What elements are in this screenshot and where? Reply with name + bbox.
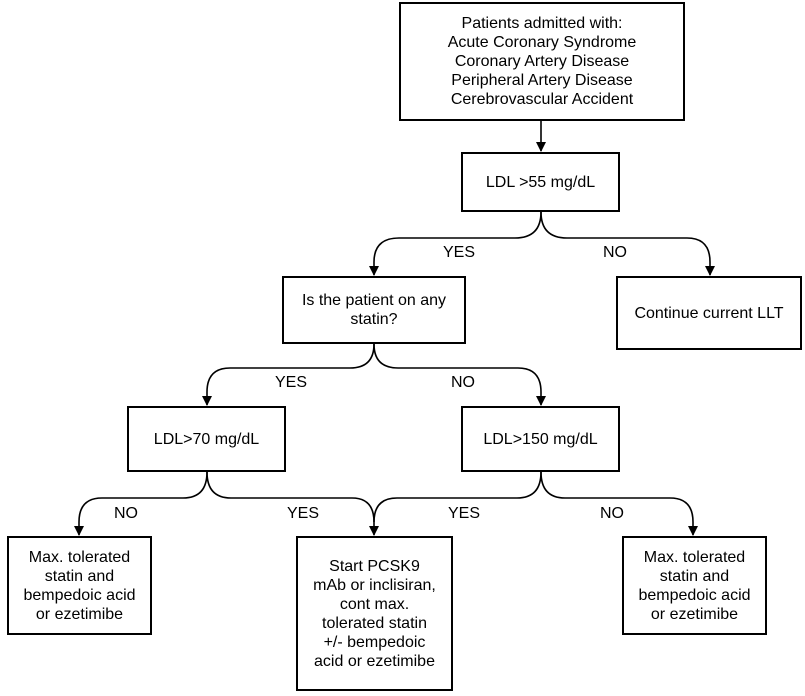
left-result-node: Max. tolerated statin and bempedoic acid… <box>7 536 152 635</box>
ldl150-yes-label: YES <box>448 505 481 522</box>
statin-question-line-1: Is the patient on any <box>301 292 447 309</box>
center-result-line-1: Start PCSK9 <box>329 557 420 575</box>
ldl-70-node: LDL>70 mg/dL <box>127 406 286 472</box>
center-result-node: Start PCSK9 mAb or inclisiran, cont max.… <box>296 536 453 691</box>
center-result-line-6: acid or ezetimibe <box>314 652 435 670</box>
ldl55-no-label: NO <box>603 244 627 261</box>
center-result-line-3: cont max. <box>339 595 410 613</box>
ldl55-yes-label: YES <box>443 244 476 261</box>
edge-ldl150-no <box>540 471 698 536</box>
ldl150-no-label: NO <box>600 505 624 522</box>
right-result-node: Max. tolerated statin and bempedoic acid… <box>622 536 767 635</box>
edge-ldl55-yes <box>369 211 542 276</box>
edge-statin-no <box>373 343 546 406</box>
left-result-line-4: or ezetimibe <box>35 605 124 623</box>
statin-no-label: NO <box>451 374 475 391</box>
edge-ldl70-yes <box>206 471 379 536</box>
continue-llt-text: Continue current LLT <box>634 304 784 322</box>
edge-statin-yes <box>202 343 375 406</box>
ldl-150-node: LDL>150 mg/dL <box>461 406 620 472</box>
edge-ldl70-no <box>74 471 208 536</box>
start-node-line-5: Cerebrovascular Accident <box>450 91 634 108</box>
center-result-line-4: tolerated statin <box>322 614 427 632</box>
start-node: Patients admitted with: Acute Coronary S… <box>399 2 685 121</box>
start-node-line-3: Coronary Artery Disease <box>454 53 630 70</box>
right-result-line-3: bempedoic acid <box>638 586 751 604</box>
statin-question-line-2: statin? <box>350 311 398 328</box>
continue-llt-node: Continue current LLT <box>616 276 802 350</box>
ldl70-yes-label: YES <box>287 505 320 522</box>
ldl-55-text: LDL >55 mg/dL <box>485 173 596 191</box>
start-node-line-1: Patients admitted with: <box>461 15 623 32</box>
center-result-line-2: mAb or inclisiran, <box>313 576 436 594</box>
ldl-70-text: LDL>70 mg/dL <box>153 430 260 448</box>
edge-ldl55-no <box>540 211 715 276</box>
statin-question-node: Is the patient on any statin? <box>282 276 466 344</box>
start-node-line-4: Peripheral Artery Disease <box>451 72 633 89</box>
right-result-line-2: statin and <box>659 567 730 585</box>
ldl-150-text: LDL>150 mg/dL <box>483 430 598 448</box>
statin-yes-label: YES <box>275 374 308 391</box>
edge-ldl150-yes <box>373 471 542 523</box>
ldl-55-node: LDL >55 mg/dL <box>461 152 620 212</box>
center-result-line-5: +/- bempedoic <box>323 633 426 651</box>
left-result-line-1: Max. tolerated <box>28 548 131 566</box>
start-node-line-2: Acute Coronary Syndrome <box>447 34 637 51</box>
ldl70-no-label: NO <box>114 505 138 522</box>
left-result-line-3: bempedoic acid <box>23 586 136 604</box>
right-result-line-4: or ezetimibe <box>650 605 739 623</box>
right-result-line-1: Max. tolerated <box>643 548 746 566</box>
left-result-line-2: statin and <box>44 567 115 585</box>
